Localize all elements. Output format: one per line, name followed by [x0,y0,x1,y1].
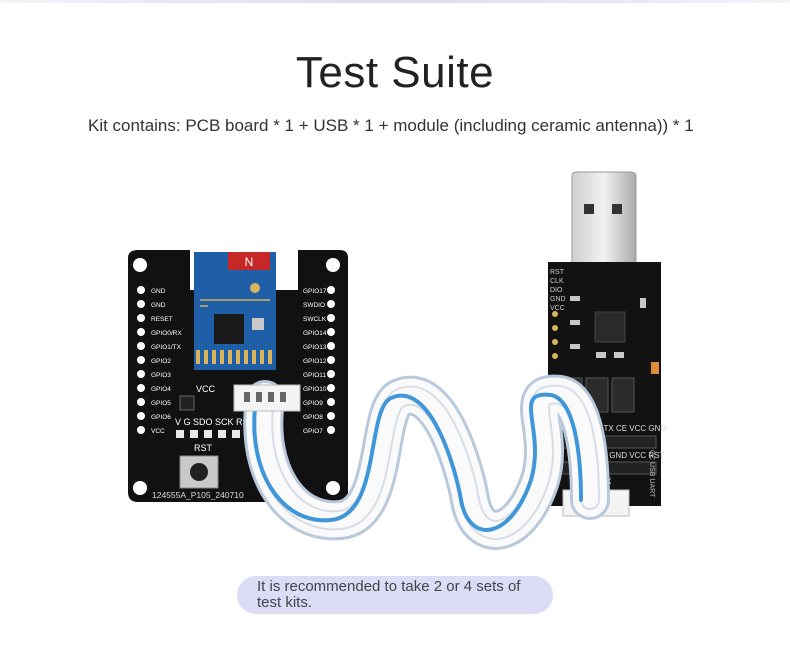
pin-pad [327,426,335,434]
pin-label: GPIO0/RX [151,330,182,337]
board-cable-connector [233,384,301,412]
right-pin-pads [327,286,335,434]
pin-label: GPIO14 [303,330,327,337]
pin-label: GPIO2 [151,358,171,365]
pin-label: RESET [151,316,173,323]
pin-pad [327,314,335,322]
pin-label: GPIO7 [303,428,323,435]
usb-row1-labels: STAUX RX TX CE VCC GND [562,424,666,433]
pin-label: VCC [151,428,165,435]
pin-pad [327,412,335,420]
vcc-jumper-label: VCC [196,384,216,394]
pin-label: GPIO11 [303,372,326,379]
usb-slot-icon [612,204,622,214]
usb-row2-labels: E RX TX GND VCC RST [576,451,664,460]
pin-label: GND [151,288,166,295]
mount-hole-icon [133,258,147,272]
usb-side-label: CLK [550,278,564,285]
pin-label: GPIO4 [151,386,171,393]
pin-pad [137,356,145,364]
page-title: Test Suite [295,48,495,97]
recommendation-text: It is recommended to take 2 or 4 sets of… [257,578,521,611]
pin-pad [137,300,145,308]
reset-button[interactable] [179,455,219,489]
pin-pad [327,356,335,364]
mount-hole-icon [133,481,147,495]
rst-label: RST [194,443,213,453]
pin-pad [137,426,145,434]
pin-pad [137,384,145,392]
pin-pad [327,286,335,294]
pin-pad [137,398,145,406]
pin-pad [137,314,145,322]
pin-label: GND [151,302,166,309]
ribbon-cable [243,374,610,550]
pin-label: GPIO10 [303,386,327,393]
left-pin-pads [137,286,145,434]
pin-pad [327,398,335,406]
recommendation-banner: It is recommended to take 2 or 4 sets of… [237,576,553,614]
left-pin-labels: GND GND RESET GPIO0/RX GPIO1/TX GPIO2GPIO3GPI… [151,288,182,435]
pin-label: GPIO6 [151,414,171,421]
pin-pad [327,300,335,308]
pin-label: GPIO13 [303,344,327,351]
pin-pad [327,328,335,336]
page-subtitle: Kit contains: PCB board * 1 + USB * 1 + … [88,116,694,135]
pin-pad [137,370,145,378]
pin-pad [137,328,145,336]
pin-label: GPIO12 [303,358,327,365]
pin-label: SWCLK [303,316,327,323]
header-labels: V G SDO SCK RST [175,417,255,427]
pin-pad [137,342,145,350]
rf-module: N [194,252,276,370]
usb-slot-icon [584,204,594,214]
pin-pad [327,370,335,378]
usb-side-label: GND [550,296,566,303]
pin-label: SWDIO [303,302,325,309]
pin-label: GPIO1/TX [151,344,182,351]
usb-side-label: VCC [550,305,565,312]
pin-pad [327,384,335,392]
usb-side-label: RST [550,269,565,276]
svg-text:N: N [245,255,254,269]
mount-hole-icon [326,481,340,495]
dev-board: N GNDGNDRESETGPIO0/RXGPIO1/TXGPIO2GPIO3G… [128,250,348,502]
pin-pad [137,286,145,294]
pin-label: GPIO3 [151,372,171,379]
mount-hole-icon [326,258,340,272]
top-divider [0,0,790,3]
pin-pad [327,342,335,350]
usb-side-label: DIO [550,287,563,294]
pin-pad [137,412,145,420]
pin-label: GPIO8 [303,414,323,421]
usb-plug [571,171,637,269]
usb-side-text: CC USB UART [648,450,655,498]
pin-label: GPIO17 [303,288,327,295]
pin-label: GPIO5 [151,400,171,407]
part-number: 124555A_P105_240710 [152,490,244,500]
pin-label: GPIO9 [303,400,323,407]
